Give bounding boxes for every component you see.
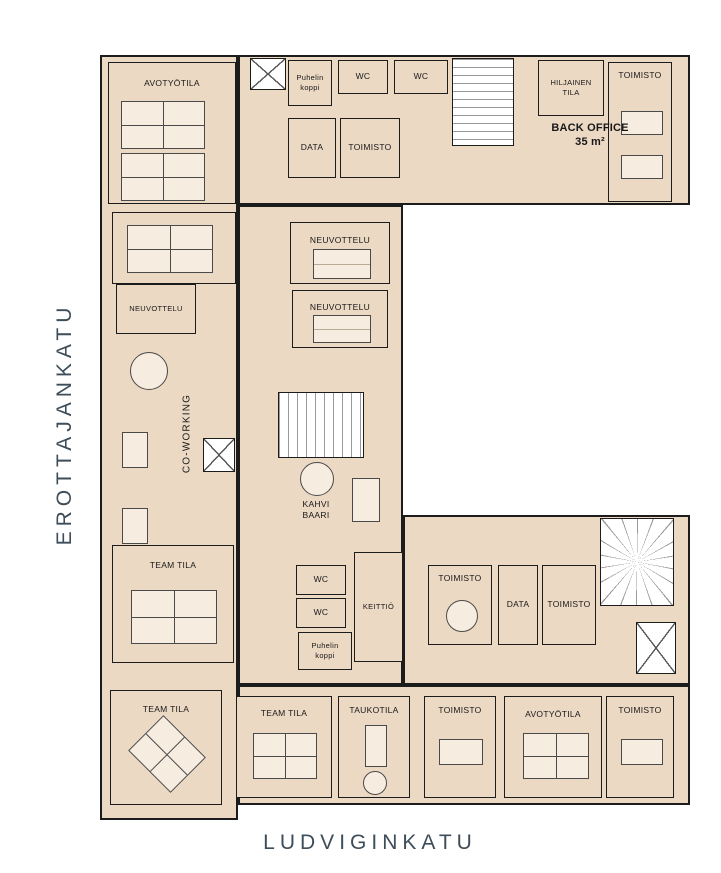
room-taukotila: TAUKOTILA — [338, 696, 410, 798]
elevator-box — [203, 438, 235, 472]
room-label: NEUVOTTELU — [309, 234, 371, 245]
room-label: TAUKOTILA — [349, 705, 399, 716]
room-open-desks-left — [112, 212, 236, 284]
room-label: KEITTIÖ — [362, 602, 395, 612]
table — [365, 725, 387, 767]
desk-cluster — [121, 101, 205, 149]
desk — [621, 739, 663, 765]
room-label: BACK OFFICE 35 m² — [551, 121, 629, 148]
shaft-box — [250, 58, 286, 90]
room-neuvottelu-2: NEUVOTTELU — [292, 290, 388, 348]
room-label: DATA — [300, 142, 324, 153]
desk — [352, 478, 380, 522]
room-keittio: KEITTIÖ — [354, 552, 403, 662]
room-team-tila-mid: TEAM TILA — [112, 545, 234, 663]
meeting-table — [313, 249, 371, 279]
room-team-tila-bottom-1: TEAM TILA — [110, 690, 222, 805]
room-toimisto-top-right: TOIMISTO — [608, 62, 672, 202]
room-kahvi-baari: KAHVI BAARI — [284, 496, 348, 524]
room-hiljainen-tila: HILJAINEN TILA — [538, 60, 604, 116]
room-neuvottelu-left: NEUVOTTELU — [116, 284, 196, 334]
desk-cluster — [128, 715, 206, 793]
room-data-row: DATA — [498, 565, 538, 645]
room-wc-top-1: WC — [338, 60, 388, 94]
room-label: TOIMISTO — [438, 573, 482, 584]
room-label: TOIMISTO — [618, 70, 662, 81]
desk-cluster — [127, 225, 213, 273]
room-label: Puhelin koppi — [311, 641, 339, 660]
room-avotyotila-bottom: AVOTYÖTILA — [504, 696, 602, 798]
room-puhelin-koppi-mid: Puhelin koppi — [298, 632, 352, 670]
street-label-erottajankatu: EROTTAJANKATU — [53, 302, 76, 546]
room-toimisto-top: TOIMISTO — [340, 118, 400, 178]
room-wc-mid-1: WC — [296, 565, 346, 595]
room-wc-top-2: WC — [394, 60, 448, 94]
staircase-spiral — [600, 518, 674, 606]
room-wc-mid-2: WC — [296, 598, 346, 628]
room-label: TOIMISTO — [438, 705, 482, 716]
room-avotyotila-top: AVOTYÖTILA — [108, 62, 236, 204]
room-label: TEAM TILA — [142, 704, 190, 715]
room-neuvottelu-1: NEUVOTTELU — [290, 222, 390, 284]
room-label: NEUVOTTELU — [129, 304, 183, 314]
room-label-co-working: CO-WORKING — [181, 393, 193, 474]
sofa — [122, 432, 148, 468]
desk-cluster — [253, 733, 317, 779]
round-table — [130, 352, 168, 390]
room-label: TOIMISTO — [348, 142, 392, 153]
room-toimisto-row-1: TOIMISTO — [428, 565, 492, 645]
staircase-central — [278, 392, 364, 458]
desk-cluster — [523, 733, 589, 779]
round-table — [363, 771, 387, 795]
room-label: AVOTYÖTILA — [525, 708, 581, 719]
desk-cluster — [121, 153, 205, 201]
room-label: TOIMISTO — [547, 599, 591, 610]
room-toimisto-bottom-2: TOIMISTO — [606, 696, 674, 798]
street-label-ludviginkatu: LUDVIGINKATU — [263, 831, 477, 854]
room-label: WC — [355, 71, 371, 82]
round-table — [300, 462, 334, 496]
meeting-table — [313, 315, 371, 343]
desk-cluster — [131, 590, 217, 644]
desk — [621, 111, 663, 135]
shaft-box — [636, 622, 676, 674]
room-label: AVOTYÖTILA — [144, 78, 200, 89]
desk — [621, 155, 663, 179]
room-team-tila-bottom-2: TEAM TILA — [236, 696, 332, 798]
room-label: KAHVI BAARI — [302, 498, 330, 520]
room-label: TEAM TILA — [260, 708, 308, 719]
room-label: TOIMISTO — [618, 704, 662, 715]
room-label: Puhelin koppi — [296, 73, 324, 92]
room-toimisto-row-2: TOIMISTO — [542, 565, 596, 645]
room-toimisto-bottom-1: TOIMISTO — [424, 696, 496, 798]
room-back-office: BACK OFFICE 35 m² — [530, 112, 650, 158]
room-label: DATA — [506, 599, 530, 610]
room-data-top: DATA — [288, 118, 336, 178]
room-label: TEAM TILA — [149, 560, 197, 571]
room-label: WC — [413, 71, 429, 82]
room-puhelin-koppi-top: Puhelin koppi — [288, 60, 332, 106]
sofa — [122, 508, 148, 544]
room-label: WC — [313, 574, 329, 585]
room-label: NEUVOTTELU — [309, 302, 371, 313]
round-table — [446, 600, 478, 632]
room-label: WC — [313, 607, 329, 618]
room-label: HILJAINEN TILA — [550, 78, 592, 97]
staircase-top — [452, 58, 514, 146]
desk — [439, 739, 483, 765]
